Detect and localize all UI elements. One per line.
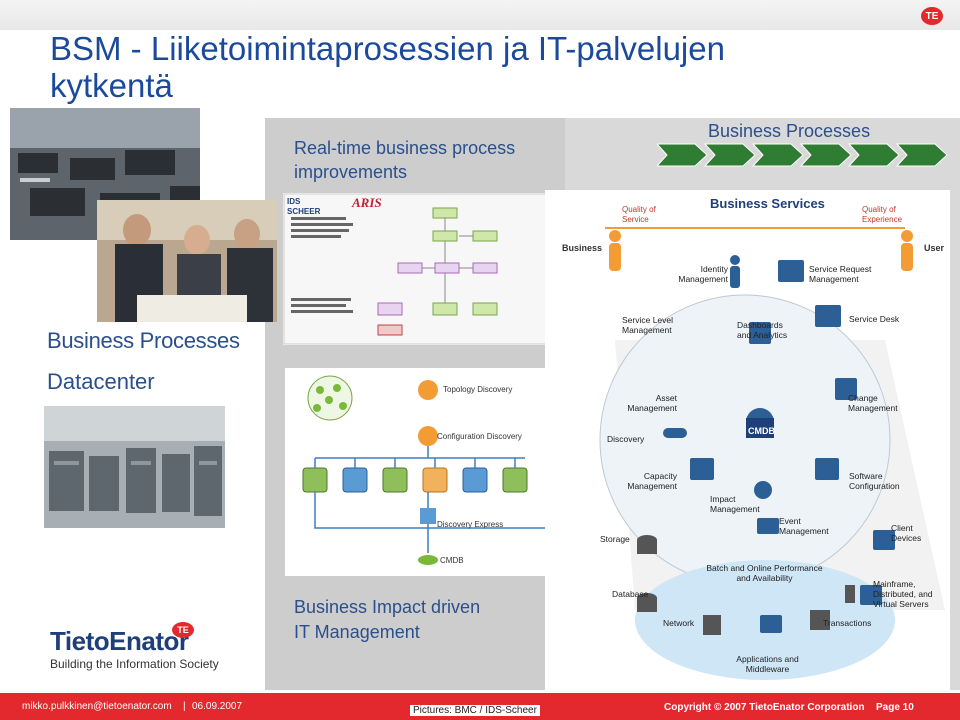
right-business-processes-label: Business Processes — [708, 121, 871, 141]
discovery-diagram-art — [285, 368, 548, 576]
slide-title: BSM - Liiketoimintaprosessien ja IT-palv… — [50, 30, 870, 104]
quality-of-experience-label: Quality of Experience — [862, 205, 903, 224]
change-management-label: Change Management — [848, 393, 898, 413]
bim-line-1: Business Impact driven — [294, 597, 481, 617]
user-icons — [609, 230, 913, 271]
client-devices-label: Client Devices — [891, 523, 922, 543]
footer-pictures: Pictures: BMC / IDS-Scheer — [410, 705, 540, 716]
batch-online-label: Batch and Online Performance and Availab… — [706, 563, 823, 583]
footer-page: Page 10 — [876, 702, 914, 713]
datacenter-photo-art — [44, 406, 225, 528]
te-badge-icon: TE — [921, 7, 943, 25]
configuration-discovery-label: Configuration Discovery — [437, 432, 522, 441]
discovery-express-label: Discovery Express — [437, 520, 504, 529]
service-level-label: Service Level Management — [622, 315, 674, 335]
ids-scheer-logo: IDS SCHEER — [287, 197, 321, 216]
capacity-management-label: Capacity Management — [627, 471, 677, 491]
industrial-photo-art — [10, 108, 200, 240]
service-request-label: Service Request Management — [809, 264, 872, 284]
title-line-1: BSM - Liiketoimintaprosessien ja IT-palv… — [50, 30, 725, 67]
database-label: Database — [612, 589, 649, 599]
applications-label: Applications and Middleware — [736, 654, 799, 674]
discovery-label: Discovery — [607, 434, 645, 444]
meeting-photo-art — [97, 200, 277, 322]
bsm-service-diagram — [545, 190, 950, 695]
dashboards-label: Dashboards and Analytics — [737, 320, 788, 340]
logo-te-badge-icon: TE — [172, 622, 194, 638]
network-label: Network — [663, 618, 695, 628]
bim-line-2: IT Management — [294, 622, 420, 642]
industrial-photo — [10, 108, 200, 240]
footer-separator: | — [183, 701, 186, 712]
footer-email: mikko.pulkkinen@tietoenator.com — [22, 701, 172, 712]
business-services-label: Business Services — [710, 196, 825, 211]
cmdb-small-label: CMDB — [440, 556, 464, 565]
software-configuration-label: Software Configuration — [849, 471, 900, 491]
logo-tagline: Building the Information Society — [50, 657, 219, 671]
tietoenator-logo: TietoEnator — [50, 626, 189, 656]
aris-process-diagram — [283, 193, 549, 345]
footer-copyright: Copyright © 2007 TietoEnator Corporation — [664, 702, 865, 713]
realtime-line-1: Real-time business process — [294, 138, 516, 158]
realtime-label: Real-time business process improvements — [294, 136, 515, 184]
discovery-diagram — [285, 368, 548, 576]
left-business-processes-label: Business Processes — [47, 328, 240, 353]
aris-logo: ARIS — [352, 195, 382, 210]
quality-of-service-label: Quality of Service — [622, 205, 656, 224]
realtime-line-2: improvements — [294, 162, 408, 182]
footer: mikko.pulkkinen@tietoenator.com | 06.09.… — [0, 693, 960, 720]
user-label: User — [924, 243, 945, 253]
aris-diagram-art — [283, 193, 549, 345]
event-management-label: Event Management — [779, 516, 829, 536]
footer-date: 06.09.2007 — [192, 701, 243, 712]
business-label: Business — [562, 243, 603, 253]
service-desk-label: Service Desk — [849, 314, 900, 324]
top-band — [0, 0, 960, 30]
datacenter-photo — [44, 406, 225, 528]
asset-management-label: Asset Management — [627, 393, 677, 413]
datacenter-label: Datacenter — [47, 369, 155, 394]
cmdb-label: CMDB — [748, 426, 775, 436]
title-line-2: kytkentä — [50, 67, 173, 104]
process-chevrons — [657, 143, 948, 167]
mainframe-label: Mainframe, Distributed, and Virtual Serv… — [873, 579, 933, 609]
topology-discovery-label: Topology Discovery — [443, 385, 513, 394]
storage-label: Storage — [600, 534, 630, 544]
impact-management-label: Impact Management — [710, 494, 760, 514]
identity-management-label: Identity Management — [678, 264, 728, 284]
meeting-photo — [97, 200, 277, 322]
business-impact-label: Business Impact driven IT Management — [294, 595, 480, 645]
transactions-label: Transactions — [823, 618, 872, 628]
